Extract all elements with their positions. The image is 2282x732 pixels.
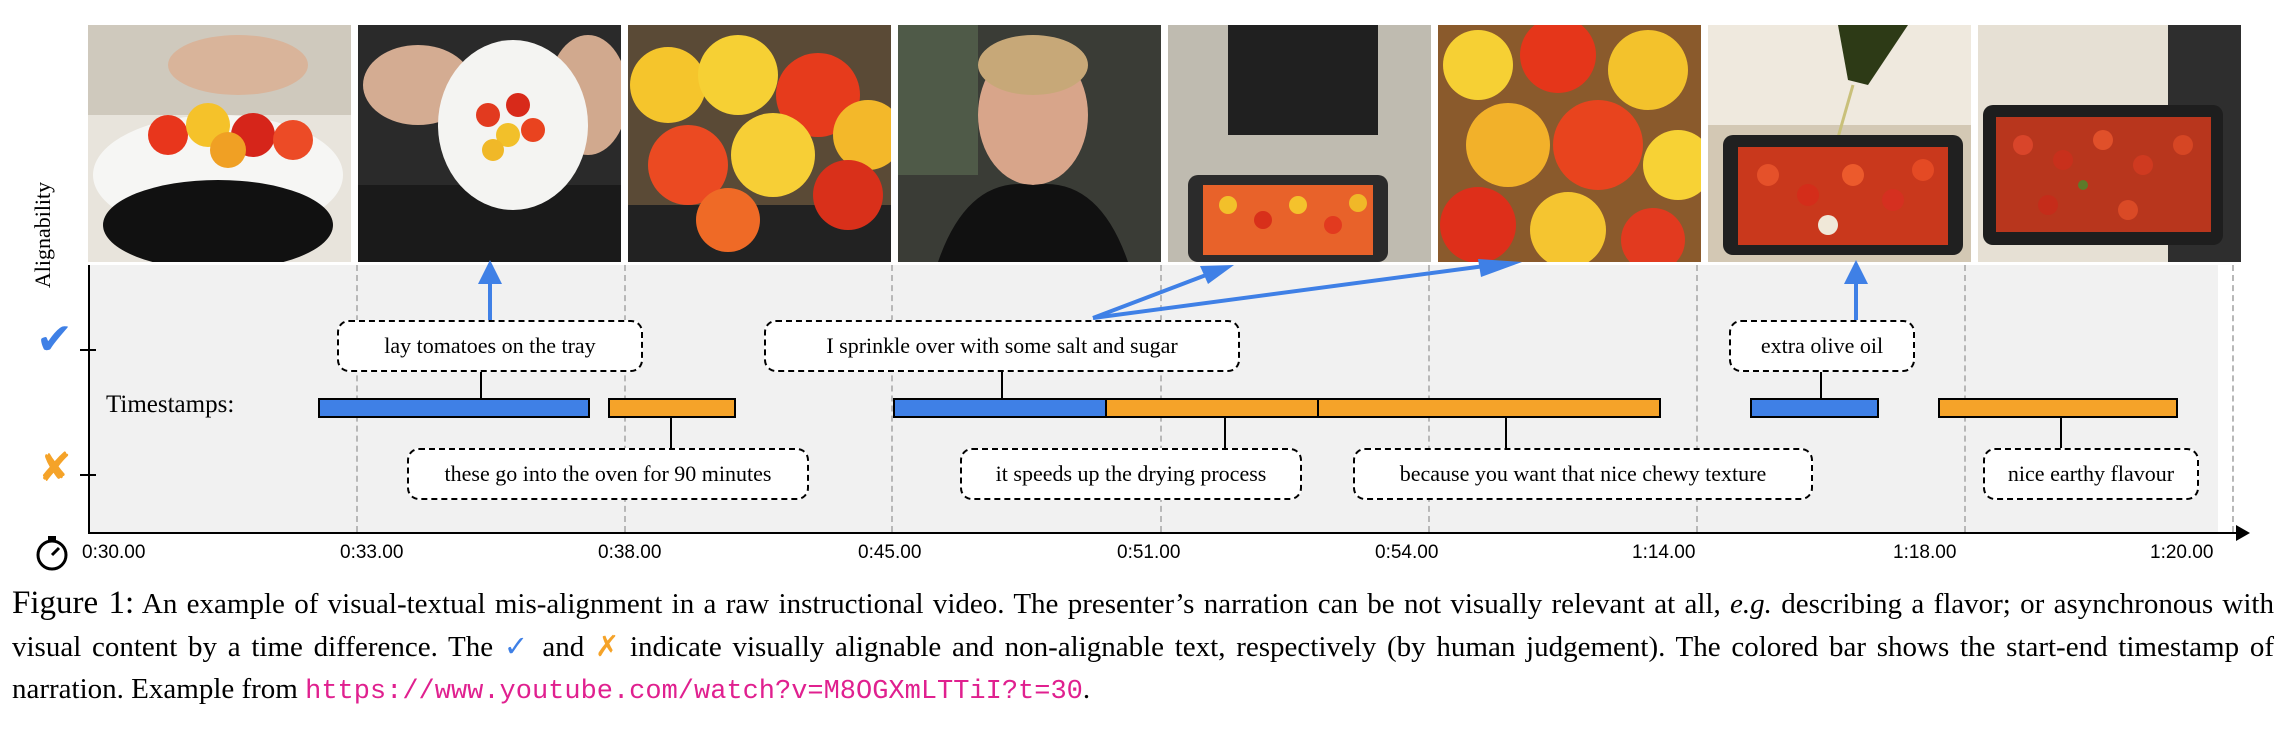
time-tick-label: 0:38.00 xyxy=(598,542,662,563)
narration-bubble-nonalignable: it speeds up the drying process xyxy=(960,448,1302,500)
salted-tomatoes-image xyxy=(1438,25,1701,262)
caption-text: indicate visually alignable and non-alig… xyxy=(12,631,2274,705)
gridline xyxy=(2232,265,2234,532)
time-tick-label: 1:14.00 xyxy=(1632,542,1696,563)
y-tick-nonalignable xyxy=(80,474,96,476)
connector xyxy=(1224,418,1226,448)
timestamp-bar-alignable xyxy=(318,398,590,418)
time-axis-arrow xyxy=(2236,525,2250,541)
gridline xyxy=(891,265,893,532)
pouring-tomatoes-image xyxy=(358,25,621,262)
y-tick-alignable xyxy=(80,349,96,351)
presenter-face-image xyxy=(898,25,1161,262)
caption-text: . xyxy=(1082,673,1091,705)
timestamp-bar-nonalignable xyxy=(1317,398,1661,418)
figure-caption: Figure 1: An example of visual-textual m… xyxy=(12,582,2274,713)
narration-bubble-alignable: I sprinkle over with some salt and sugar xyxy=(764,320,1240,372)
y-axis xyxy=(88,265,90,533)
caption-text: describing a flavor; or asynchronous wit… xyxy=(12,588,2274,663)
connector xyxy=(2060,418,2062,448)
time-tick-label: 0:54.00 xyxy=(1375,542,1439,563)
tomato-closeup-image xyxy=(628,25,891,262)
time-axis xyxy=(88,532,2236,534)
narration-bubble-nonalignable: these go into the oven for 90 minutes xyxy=(407,448,809,500)
source-url-link[interactable]: https://www.youtube.com/watch?v=M8OGXmLT… xyxy=(305,677,1083,707)
timestamp-bar-alignable xyxy=(1750,398,1879,418)
connector xyxy=(1505,418,1507,448)
olive-oil-pour-image xyxy=(1708,25,1971,262)
connector xyxy=(1820,372,1822,398)
time-tick-label: 1:20.00 xyxy=(2150,542,2214,563)
narration-bubble-nonalignable: nice earthy flavour xyxy=(1983,448,2199,500)
check-icon: ✔ xyxy=(36,314,73,365)
time-tick-label: 1:18.00 xyxy=(1893,542,1957,563)
connector xyxy=(1001,372,1003,398)
connector xyxy=(480,372,482,398)
time-tick-label: 0:30.00 xyxy=(82,542,146,563)
check-icon: ✓ xyxy=(503,629,532,663)
timestamp-bar-nonalignable xyxy=(1938,398,2178,418)
cross-icon: ✗ xyxy=(594,629,620,663)
narration-bubble-alignable: lay tomatoes on the tray xyxy=(337,320,643,372)
stopwatch-icon xyxy=(36,536,68,571)
gridline xyxy=(1696,265,1698,532)
cross-icon: ✘ xyxy=(38,445,72,491)
caption-text: and xyxy=(531,631,595,663)
narration-bubble-nonalignable: because you want that nice chewy texture xyxy=(1353,448,1813,500)
caption-text: An example of visual-textual mis-alignme… xyxy=(134,588,1731,620)
time-tick-label: 0:33.00 xyxy=(340,542,404,563)
tray-of-tomatoes-image xyxy=(1168,25,1431,262)
narration-bubble-alignable: extra olive oil xyxy=(1729,320,1915,372)
time-tick-label: 0:45.00 xyxy=(858,542,922,563)
connector xyxy=(670,418,672,448)
caption-eg: e.g. xyxy=(1730,588,1772,620)
tomatoes-in-bowl-image xyxy=(88,25,351,262)
timestamps-label: Timestamps: xyxy=(106,391,235,418)
timestamp-bar-nonalignable xyxy=(608,398,736,418)
roasted-tray-image xyxy=(1978,25,2241,262)
figure-number: Figure 1: xyxy=(12,585,135,621)
time-tick-label: 0:51.00 xyxy=(1117,542,1181,563)
